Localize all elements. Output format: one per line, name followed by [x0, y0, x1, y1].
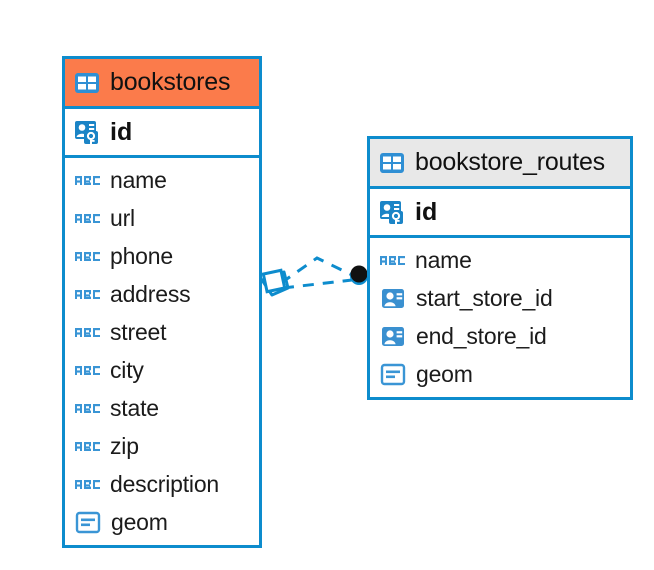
entity-table-bookstore-routes[interactable]: bookstore_routes id	[367, 136, 633, 400]
abc-icon	[74, 243, 101, 270]
filled-circle-marker[interactable]	[350, 265, 368, 286]
field-label: name	[415, 246, 472, 273]
abc-icon	[74, 395, 101, 422]
entity-title: bookstores	[110, 68, 231, 96]
field-row[interactable]: description	[65, 465, 259, 503]
field-label: address	[110, 280, 191, 307]
field-label: name	[110, 166, 167, 193]
entity-header-bookstore-routes[interactable]: bookstore_routes	[370, 139, 630, 189]
foreign-key-icon	[379, 322, 407, 350]
field-row[interactable]: start_store_id	[370, 279, 630, 317]
relationship-line-lower[interactable]	[282, 278, 353, 290]
entity-title: bookstore_routes	[415, 148, 605, 176]
field-row[interactable]: geom	[65, 503, 259, 541]
field-list: name start_store_id	[370, 238, 630, 393]
abc-icon	[74, 167, 101, 194]
crows-foot-diamond-marker[interactable]	[260, 268, 290, 297]
primary-key-icon	[73, 118, 101, 146]
field-label: description	[110, 470, 220, 497]
field-label: phone	[110, 242, 173, 269]
primary-key-row[interactable]: id	[370, 189, 630, 238]
primary-key-label: id	[110, 117, 133, 146]
primary-key-row[interactable]: id	[65, 109, 259, 158]
abc-icon	[74, 471, 101, 498]
field-label: zip	[110, 432, 139, 459]
field-row[interactable]: phone	[65, 237, 259, 275]
field-row[interactable]: state	[65, 389, 259, 427]
field-label: state	[110, 394, 159, 421]
field-label: geom	[416, 360, 473, 387]
abc-icon	[74, 433, 101, 460]
abc-icon	[74, 205, 101, 232]
foreign-key-icon	[379, 284, 407, 312]
entity-table-bookstores[interactable]: bookstores id	[62, 56, 262, 548]
field-label: city	[110, 356, 144, 383]
field-row[interactable]: zip	[65, 427, 259, 465]
field-row[interactable]: city	[65, 351, 259, 389]
field-label: start_store_id	[416, 284, 553, 311]
field-list: name ur	[65, 158, 259, 541]
field-label: end_store_id	[416, 322, 547, 349]
entity-header-bookstores[interactable]: bookstores	[65, 59, 259, 109]
abc-icon	[74, 357, 101, 384]
field-row[interactable]: geom	[370, 355, 630, 393]
relationship-line-upper[interactable]	[280, 256, 353, 285]
table-icon	[73, 69, 101, 97]
field-row[interactable]: address	[65, 275, 259, 313]
field-label: geom	[111, 508, 168, 535]
geometry-icon	[74, 508, 102, 536]
field-row[interactable]: url	[65, 199, 259, 237]
primary-key-icon	[378, 198, 406, 226]
abc-icon	[74, 319, 101, 346]
primary-key-label: id	[415, 197, 438, 226]
table-icon	[378, 149, 406, 177]
geometry-icon	[379, 360, 407, 388]
field-row[interactable]: name	[370, 241, 630, 279]
abc-icon	[74, 281, 101, 308]
field-row[interactable]: name	[65, 161, 259, 199]
abc-icon	[379, 247, 406, 274]
field-row[interactable]: end_store_id	[370, 317, 630, 355]
field-row[interactable]: street	[65, 313, 259, 351]
field-label: street	[110, 318, 167, 345]
field-label: url	[110, 204, 135, 231]
